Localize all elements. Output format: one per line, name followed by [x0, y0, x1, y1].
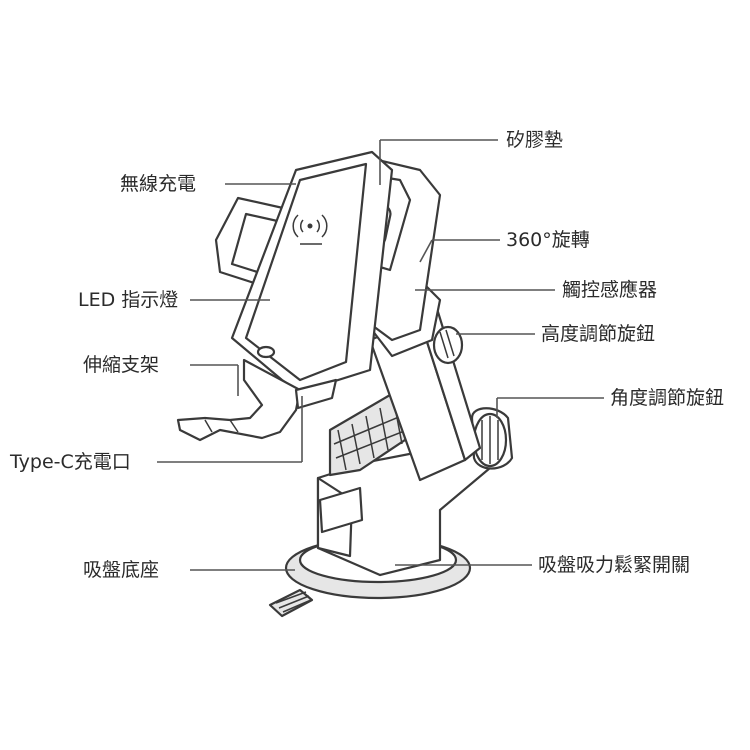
label-typec-port: Type-C充電口: [10, 451, 131, 473]
label-led-indicator: LED 指示燈: [78, 289, 179, 311]
led-indicator-icon: [256, 345, 276, 359]
leader-lines: [157, 139, 604, 571]
label-height-knob: 高度調節旋鈕: [541, 323, 656, 345]
label-suction-lever: 吸盤吸力鬆緊開關: [538, 554, 691, 576]
wireless-charging-icon: [292, 214, 328, 245]
label-wireless-charging: 無線充電: [120, 173, 197, 195]
label-touch-sensor: 觸控感應器: [562, 279, 658, 301]
label-suction-base: 吸盤底座: [83, 559, 160, 581]
label-angle-knob: 角度調節旋鈕: [610, 387, 725, 409]
label-telescopic-bracket: 伸縮支架: [83, 354, 160, 376]
height-knob: [432, 325, 464, 365]
telescopic-bracket: [176, 358, 338, 442]
label-silicone-pad: 矽膠墊: [506, 129, 564, 151]
angle-knob: [470, 407, 514, 470]
phone-cradle: [230, 150, 394, 394]
label-360-rotation: 360°旋轉: [506, 229, 590, 251]
